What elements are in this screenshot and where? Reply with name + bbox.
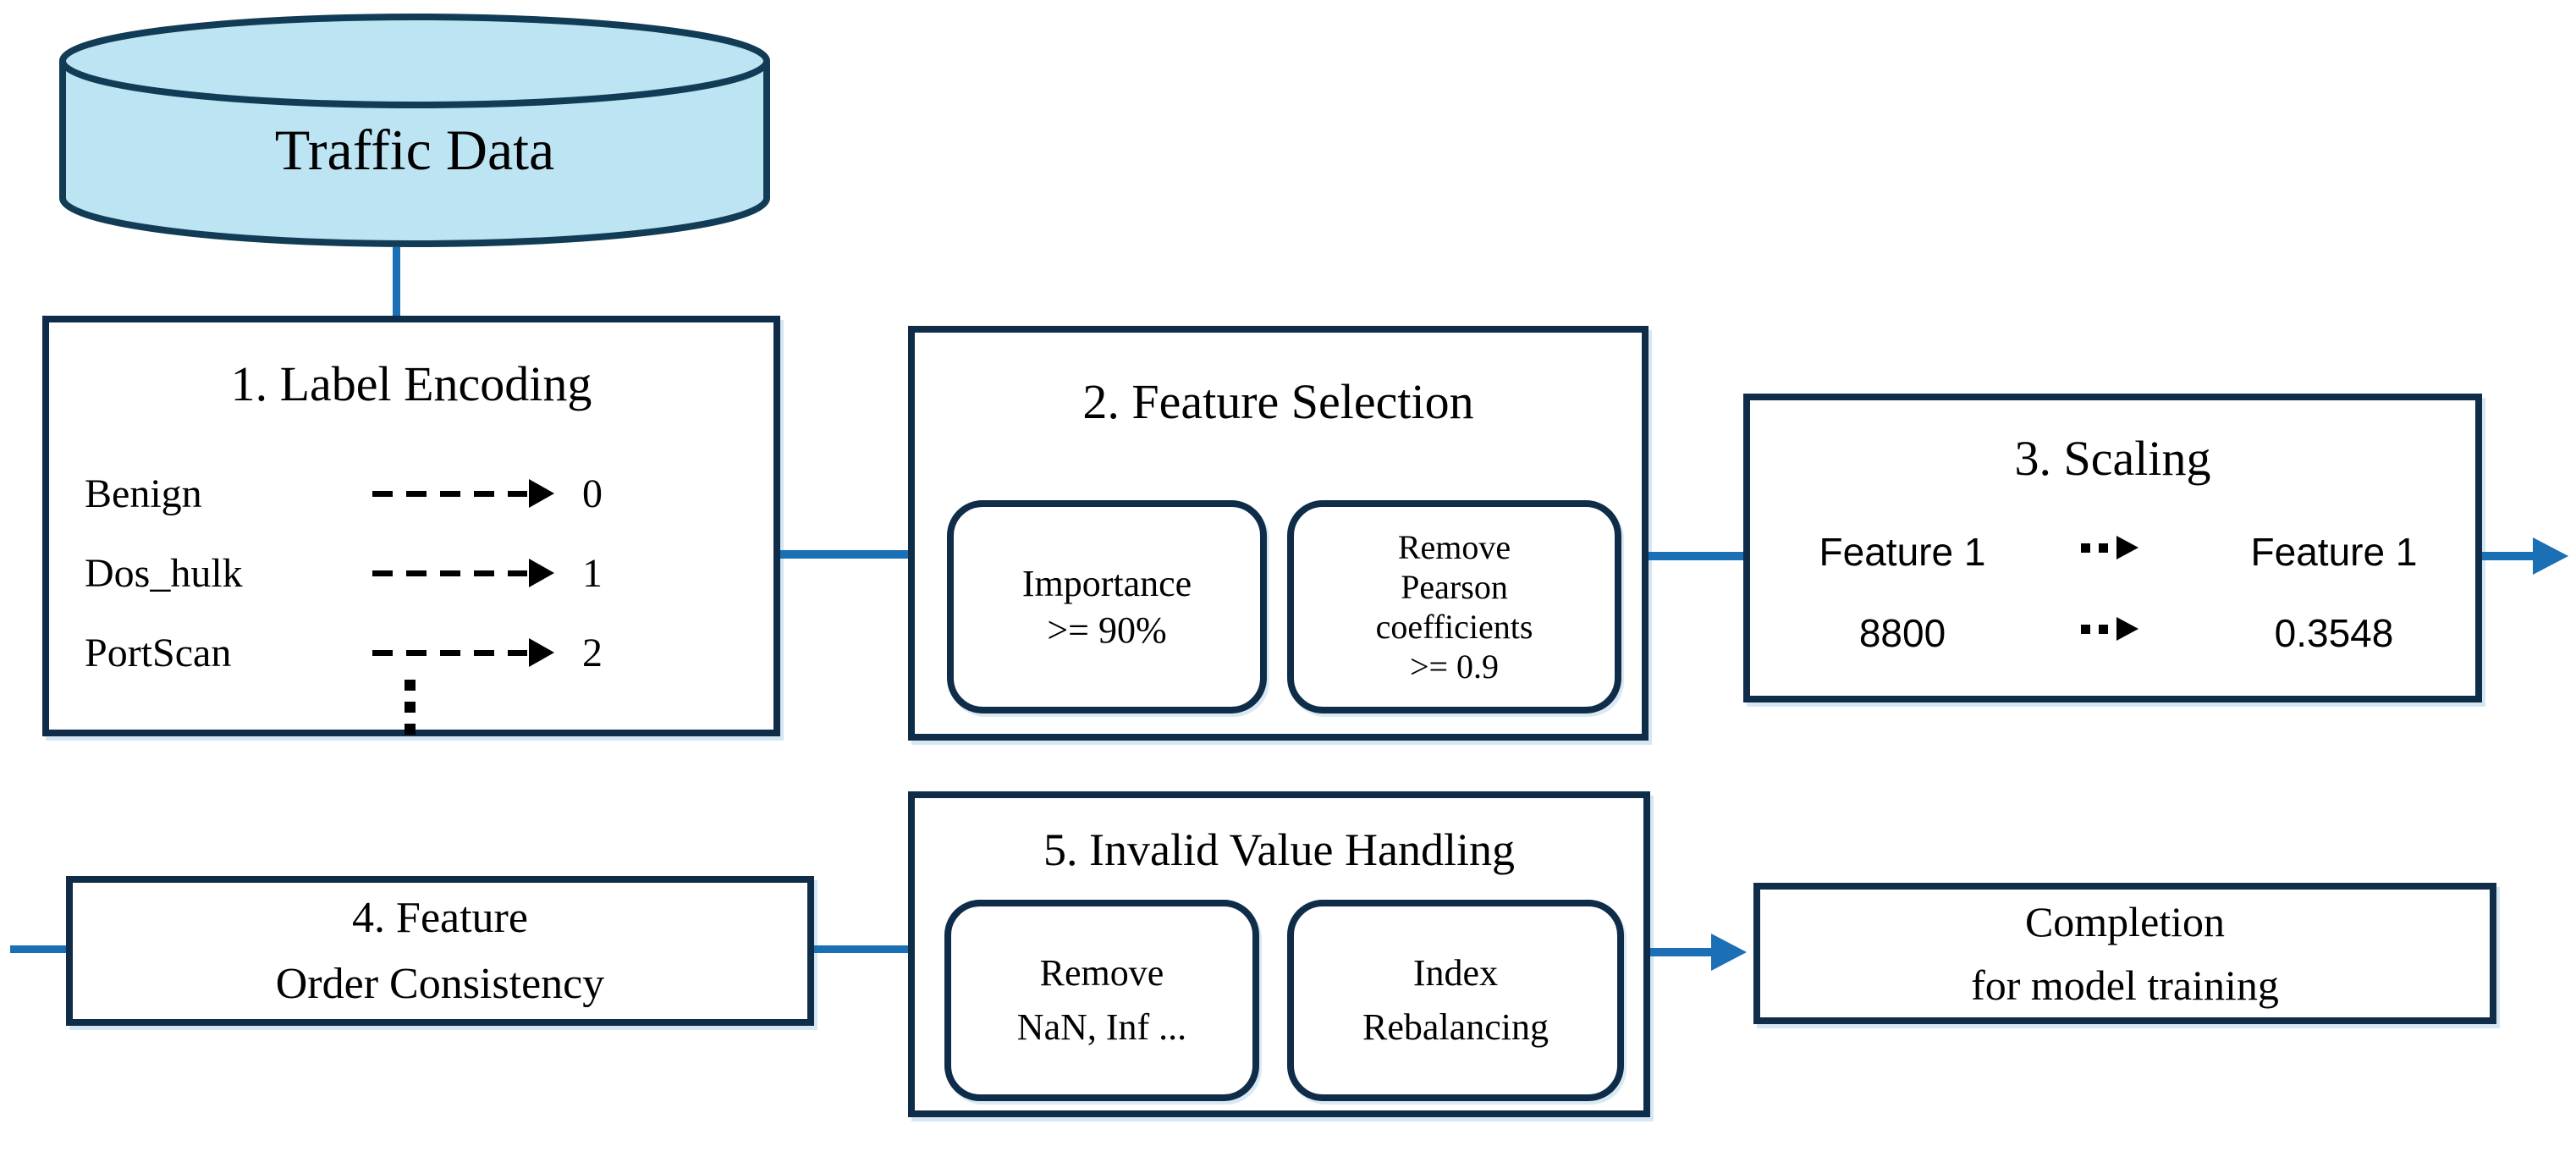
step4-title-line1: 4. Feature [352, 893, 528, 942]
database-cylinder-icon [59, 14, 770, 247]
chip-line: NaN, Inf ... [1016, 1006, 1187, 1048]
completion-line2: for model training [1971, 961, 2279, 1009]
chip-line: coefficients [1375, 608, 1533, 646]
chip-line: Importance [1021, 563, 1192, 604]
encoding-row: Dos_hulk 1 [85, 548, 630, 598]
scaling-to-value: 0.3548 [2274, 611, 2394, 655]
step5-title: 5. Invalid Value Handling [1043, 824, 1515, 875]
connector-step3-exit [2482, 552, 2535, 560]
index-rebalancing-chip: Index Rebalancing [1287, 900, 1624, 1101]
arrow-right-icon [2533, 537, 2568, 575]
connector-step2-to-step3 [1649, 552, 1743, 560]
cylinder-label: Traffic Data [274, 118, 555, 182]
step2-feature-selection-box: 2. Feature Selection Importance >= 90% R… [908, 326, 1649, 741]
chip-line: >= 90% [1047, 609, 1167, 651]
step5-invalid-value-box: 5. Invalid Value Handling Remove NaN, In… [908, 791, 1650, 1117]
encoding-row: PortScan 2 [85, 627, 630, 678]
connector-step5-to-completion [1650, 948, 1713, 956]
dashed-arrow-icon [372, 638, 554, 667]
encoding-row-label: Dos_hulk [85, 550, 243, 596]
dotted-arrow-icon [2046, 536, 2173, 559]
step1-label-encoding-box: 1. Label Encoding Benign 0 Dos_hulk 1 Po… [42, 316, 780, 736]
vertical-ellipsis-icon [405, 680, 416, 735]
pearson-chip: Remove Pearson coefficients >= 0.9 [1287, 500, 1621, 713]
connector-step1-to-step2 [780, 550, 908, 559]
chip-line: Remove [1039, 952, 1164, 994]
remove-nan-chip: Remove NaN, Inf ... [944, 900, 1259, 1101]
dashed-arrow-icon [372, 479, 554, 508]
step2-title: 2. Feature Selection [1082, 374, 1474, 429]
step3-scaling-box: 3. Scaling Feature 1 Feature 1 8800 0.35… [1743, 394, 2482, 702]
chip-line: Remove [1397, 527, 1511, 566]
chip-line: Index [1412, 952, 1499, 994]
chip-line: Pearson [1401, 567, 1508, 606]
connector-step4-to-step5 [814, 945, 908, 953]
step4-title-line2: Order Consistency [275, 959, 605, 1008]
chip-line: Rebalancing [1362, 1006, 1549, 1048]
importance-chip: Importance >= 90% [947, 500, 1267, 713]
encoding-row-value: 2 [582, 630, 603, 675]
dashed-arrow-icon [372, 559, 554, 587]
completion-line1: Completion [2024, 897, 2226, 945]
encoding-row: Benign 0 [85, 468, 630, 519]
scaling-from-value: 8800 [1858, 611, 1946, 655]
encoding-row-value: 0 [582, 471, 603, 516]
scaling-from-value: Feature 1 [1819, 530, 1986, 574]
scaling-to-value: Feature 1 [2250, 530, 2418, 574]
connector-step4-entry [10, 945, 66, 953]
chip-line: >= 0.9 [1409, 647, 1500, 686]
encoding-row-label: PortScan [85, 630, 232, 675]
encoding-row-value: 1 [582, 550, 603, 596]
step3-title: 3. Scaling [2014, 431, 2211, 486]
step4-feature-order-box: 4. Feature Order Consistency [66, 876, 814, 1026]
connector-cylinder-to-step1 [393, 247, 400, 317]
completion-box: Completion for model training [1753, 883, 2496, 1024]
encoding-row-label: Benign [85, 471, 202, 516]
step1-title: 1. Label Encoding [230, 356, 592, 411]
dotted-arrow-icon [2046, 617, 2173, 641]
arrow-right-icon [1711, 934, 1747, 971]
